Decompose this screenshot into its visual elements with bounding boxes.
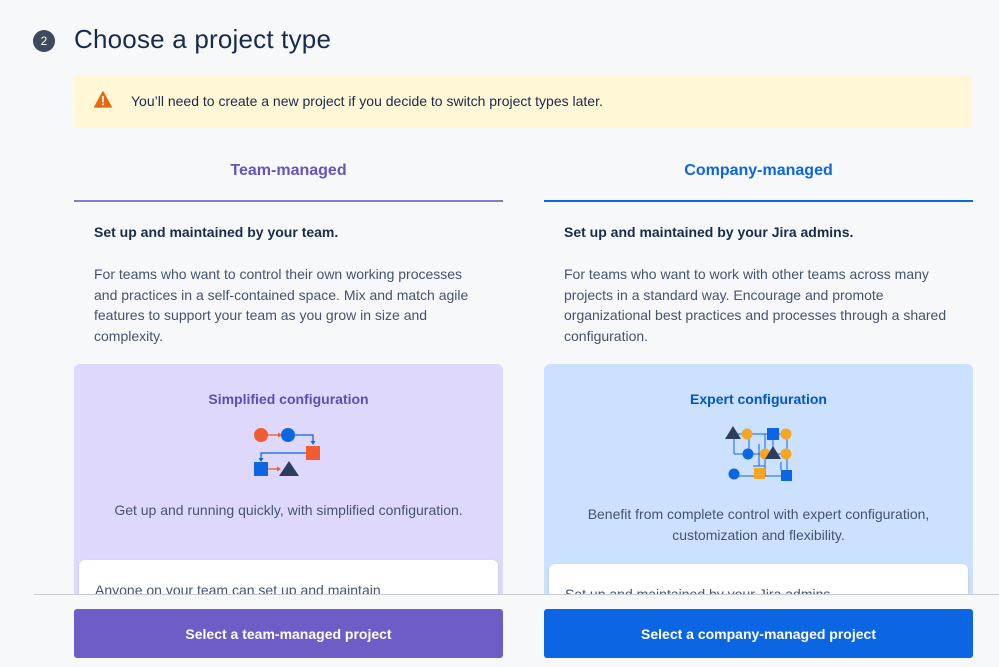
simplified-workflow-icon	[253, 426, 325, 483]
company-description: For teams who want to work with other te…	[564, 266, 947, 344]
tab-team-managed-label: Team-managed	[230, 162, 347, 179]
expert-workflow-icon	[724, 426, 793, 489]
step-number-badge: 2	[33, 30, 55, 52]
team-heading: Set up and maintained by your team.	[94, 224, 339, 240]
team-managed-card[interactable]: Simplified configuration Get up and runn…	[74, 364, 503, 640]
company-heading: Set up and maintained by your Jira admin…	[564, 224, 854, 240]
warning-banner: You’ll need to create a new project if y…	[74, 75, 972, 127]
team-description: For teams who want to control their own …	[94, 266, 469, 344]
tab-company-managed-label: Company-managed	[684, 162, 833, 179]
page-title: Choose a project type	[74, 24, 332, 54]
warning-text: You’ll need to create a new project if y…	[131, 93, 603, 109]
company-card-title: Expert configuration	[690, 391, 827, 407]
select-company-managed-button[interactable]: Select a company-managed project	[544, 609, 973, 658]
footer-actions: Select a team-managed project Select a c…	[34, 594, 999, 667]
team-card-title: Simplified configuration	[208, 391, 369, 407]
company-managed-card[interactable]: Expert configuration	[544, 364, 973, 644]
tab-company-managed[interactable]: Company-managed	[544, 148, 973, 202]
warning-icon	[94, 91, 112, 113]
company-card-description: Benefit from complete control with exper…	[587, 506, 930, 543]
tab-team-managed[interactable]: Team-managed	[74, 148, 503, 202]
team-card-description: Get up and running quickly, with simplif…	[114, 502, 463, 518]
select-team-managed-button[interactable]: Select a team-managed project	[74, 609, 503, 658]
